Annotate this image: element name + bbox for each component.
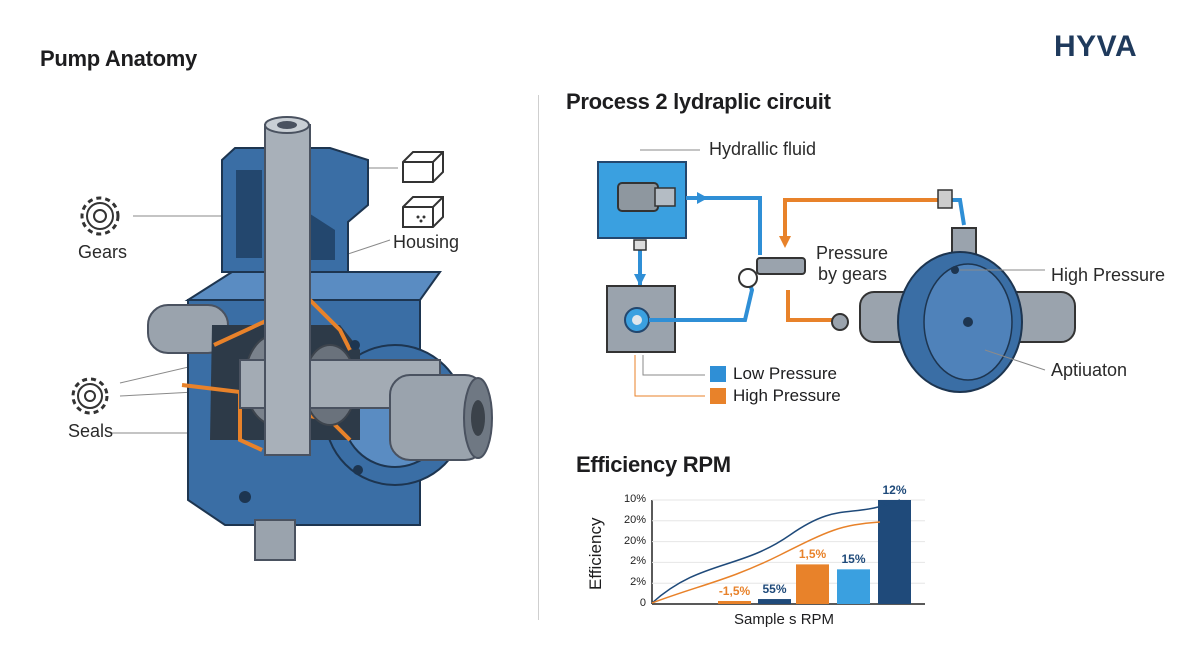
circuit-title: Process 2 lydraplic circuit [566,89,831,114]
actuation-leader [984,349,1046,371]
chart-bar [837,569,870,604]
chart-y-tick: 0 [639,597,646,609]
gears-label: Gears [78,242,128,262]
blue-line-top [686,196,762,255]
shaft-bore [471,400,485,436]
chart-bar [718,601,751,604]
pump-base-top [184,271,442,301]
chart-bar-label: 15% [841,552,866,567]
gear-icon [80,196,120,236]
chart-y-tick: 2% [630,576,646,589]
panel-divider [538,95,539,620]
chart-y-label: Efficiency [586,517,605,590]
housing-cutaway-right [304,210,335,260]
bolt-hole-1 [239,491,251,503]
chart-y-tick: 10% [623,493,646,505]
chart-bar [878,500,911,604]
seal-orange-3 [181,383,263,452]
pressure-label-1: Pressure [816,243,889,263]
chart-bar-label: -1,5% [718,584,751,598]
orange-line-bottom [786,290,836,322]
high-pressure-label: High Pressure [1051,265,1166,285]
chart-y-tick: 2% [630,555,646,568]
legend-label-high: High Pressure [733,386,841,405]
chart-bar-label: 1,5% [798,547,827,562]
legend-label-low: Low Pressure [733,364,837,383]
box-icon [402,151,444,183]
chart-x-label: Sample s RPM [734,611,835,628]
legend-swatch-high [710,388,726,404]
vertical-shaft-bore [277,121,297,129]
pressure-label-2: by gears [818,264,888,284]
orange-line-top [783,198,944,240]
seal-gear-icon [71,377,109,415]
brand-logo: HYVA [1054,30,1138,63]
trend-line-navy [651,499,901,604]
chart-y-tick: 20% [623,534,646,547]
chart-bar [758,599,791,604]
chart-title: Efficiency RPM [576,452,731,477]
control-valve [756,257,806,275]
trend-line-orange [651,521,881,604]
hydraulic-fluid-label: Hydrallic fluid [709,139,817,159]
actuation-label: Aptiuaton [1051,360,1128,380]
legend-swatch-low [710,366,726,382]
vertical-shaft [264,124,311,456]
bolt-hole-2 [353,465,363,475]
reservoir-valve [617,182,659,212]
seals-label: Seals [68,421,114,441]
bolt-hole-3 [350,340,360,350]
chart-bar [796,564,829,604]
chart-bar-label: 12% [882,483,907,497]
housing-label: Housing [393,232,460,252]
housing-cutaway-left [236,170,262,258]
pump-anatomy-title: Pump Anatomy [40,46,197,71]
chart-bar-label: 55% [762,582,787,597]
filter-box-icon [402,196,444,228]
bottom-shaft [254,519,296,561]
chart-y-tick: 20% [623,513,646,526]
